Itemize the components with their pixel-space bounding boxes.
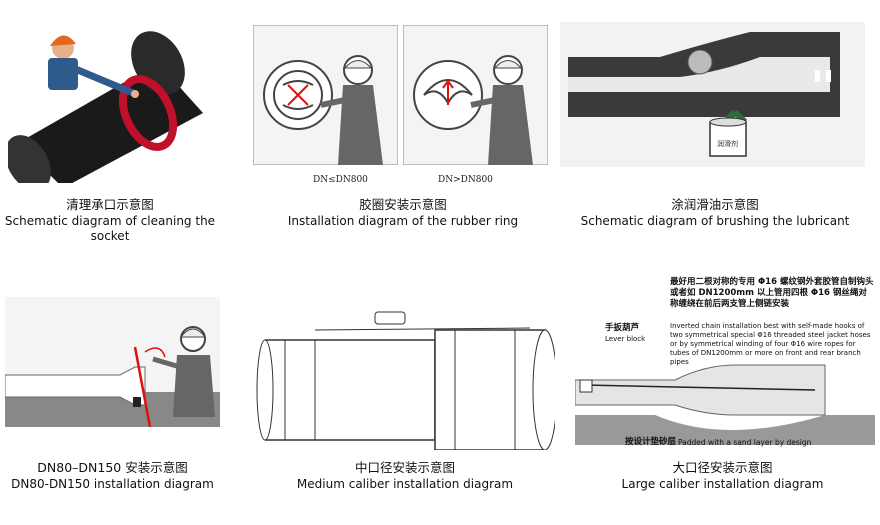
lever-block-label-zh: 手扳葫芦: [605, 323, 640, 333]
rubber-ring-right-illustration: [403, 25, 548, 165]
caption-zh: 清理承口示意图: [66, 197, 154, 212]
panel-cleaning-socket: 清理承口示意图 Schematic diagram of cleaning th…: [0, 0, 220, 260]
label-dn-large: DN>DN800: [438, 175, 493, 185]
caption-en: Schematic diagram of cleaning the socket: [4, 214, 216, 243]
lever-block-label-en: Lever block: [605, 335, 646, 343]
panel-dn80-dn150: DN80–DN150 安装示意图 DN80-DN150 installation…: [0, 265, 225, 525]
cleaning-socket-illustration: [8, 31, 203, 183]
lubricant-illustration: 润滑剂: [560, 22, 865, 167]
large-caliber-note-en: Inverted chain installation best with se…: [670, 322, 871, 366]
caption-en: Installation diagram of the rubber ring: [287, 214, 519, 228]
panel-dn80-caption: DN80–DN150 安装示意图 DN80-DN150 installation…: [0, 460, 225, 492]
caption-en: Large caliber installation diagram: [621, 477, 824, 491]
bucket-label: 润滑剂: [717, 139, 738, 148]
caption-zh: 胶圈安装示意图: [359, 197, 447, 212]
caption-zh: 涂润滑油示意图: [671, 197, 759, 212]
caption-zh: 中口径安装示意图: [354, 460, 455, 475]
medium-caliber-illustration: [256, 311, 555, 450]
panel-large-caliber: 最好用二根对称的专用 Φ16 螺纹钢外套胶管自制钩头或者如 DN1200mm 以…: [565, 265, 880, 525]
caption-en: DN80-DN150 installation diagram: [11, 477, 214, 491]
panel-large-caption: 大口径安装示意图 Large caliber installation diag…: [590, 460, 855, 492]
caption-en: Medium caliber installation diagram: [296, 477, 514, 491]
large-caliber-illustration: [575, 364, 875, 445]
panel-rubber-ring: DN≤DN800 DN>DN800 胶圈安装示意图 Installation d…: [248, 0, 558, 260]
panel-medium-caption: 中口径安装示意图 Medium caliber installation dia…: [280, 460, 530, 492]
panel-lubricant: 润滑剂 涂润滑油示意图 Schematic diagram of brushin…: [560, 0, 880, 260]
panel-medium-caliber: 中口径安装示意图 Medium caliber installation dia…: [250, 265, 560, 525]
panel-rubber-caption: 胶圈安装示意图 Installation diagram of the rubb…: [278, 197, 528, 229]
label-dn-small: DN≤DN800: [313, 175, 368, 185]
large-caliber-note-zh: 最好用二根对称的专用 Φ16 螺纹钢外套胶管自制钩头或者如 DN1200mm 以…: [670, 277, 874, 309]
panel-lubricant-caption: 涂润滑油示意图 Schematic diagram of brushing th…: [580, 197, 850, 229]
rubber-ring-left-illustration: [253, 25, 398, 165]
panel-cleaning-caption: 清理承口示意图 Schematic diagram of cleaning th…: [0, 197, 220, 244]
caption-en: Schematic diagram of brushing the lubric…: [580, 214, 850, 228]
sand-layer-label-zh: 按设计垫砂层: [625, 437, 677, 447]
sand-layer-label-en: Padded with a sand layer by design: [678, 438, 812, 447]
caption-zh: 大口径安装示意图: [672, 460, 773, 475]
dn80-illustration: [5, 297, 220, 427]
caption-zh: DN80–DN150 安装示意图: [37, 460, 188, 475]
